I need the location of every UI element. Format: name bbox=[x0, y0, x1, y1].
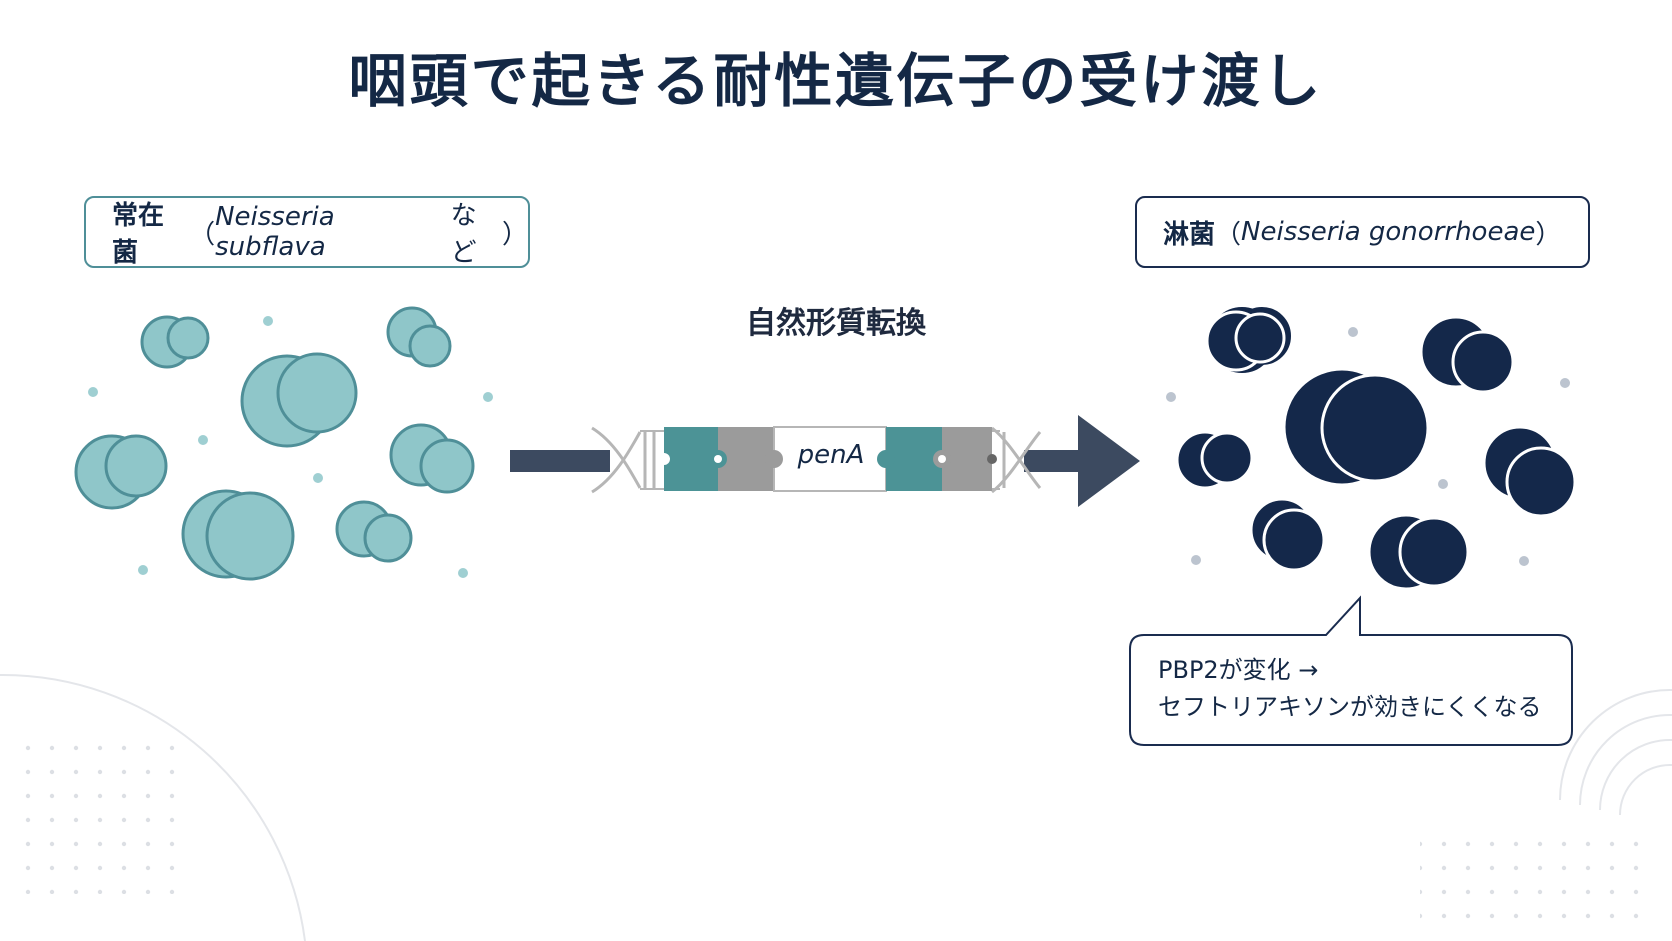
gonococcus-diplococcus-icon bbox=[1419, 315, 1515, 394]
gene-label: penA bbox=[797, 440, 865, 470]
commensal-label-close: ） bbox=[501, 219, 528, 250]
background-decoration bbox=[0, 673, 1672, 941]
speech-callout-icon bbox=[1129, 595, 1573, 746]
gonococcus-diplococcus-icon bbox=[1249, 497, 1326, 572]
commensal-diplococcus-icon bbox=[181, 489, 295, 581]
right-dots bbox=[1166, 327, 1570, 566]
left-dots bbox=[88, 316, 493, 578]
commensal-label: 常在菌 （ Neisseria subflava など ） bbox=[84, 196, 530, 268]
process-label: 自然形質転換 bbox=[746, 306, 926, 341]
commensal-bacteria-group bbox=[74, 306, 475, 581]
gonococcus-label-ja: 淋菌 bbox=[1163, 219, 1216, 250]
commensal-diplococcus-icon bbox=[335, 500, 413, 563]
commensal-label-ja: 常在菌 bbox=[112, 201, 165, 268]
commensal-label-suffix: など bbox=[450, 201, 477, 268]
commensal-diplococcus-icon bbox=[140, 315, 210, 369]
callout-line-1: PBP2が変化 → bbox=[1158, 656, 1319, 684]
gonococcus-label-close: ） bbox=[1535, 219, 1562, 250]
gonococcus-diplococcus-icon bbox=[1367, 513, 1470, 591]
callout-text: PBP2が変化 → セフトリアキソンが効きにくくなる bbox=[1158, 652, 1558, 726]
transfer-arrow bbox=[510, 415, 1140, 507]
commensal-label-sci: Neisseria subflava bbox=[215, 202, 335, 262]
gonococcus-label-open: （ bbox=[1215, 219, 1242, 250]
gonococcus-diplococcus-icon bbox=[1175, 430, 1254, 490]
commensal-diplococcus-icon bbox=[74, 434, 168, 510]
page-title: 咽頭で起きる耐性遺伝子の受け渡し bbox=[348, 47, 1324, 115]
dna-cassette-icon bbox=[591, 426, 1042, 494]
gonococcus-label-sci: Neisseria gonorrhoeae bbox=[1241, 217, 1536, 247]
arrow-right-icon bbox=[1078, 415, 1140, 507]
gonococcus-diplococcus-icon bbox=[1205, 310, 1286, 372]
gonococcus-label: 淋菌 （ Neisseria gonorrhoeae ） bbox=[1135, 196, 1590, 268]
gonococcus-bacteria-group bbox=[1175, 307, 1577, 591]
gonococcus-diplococcus-icon bbox=[1482, 425, 1577, 518]
commensal-label-open: （ bbox=[189, 219, 216, 250]
commensal-diplococcus-icon bbox=[389, 423, 475, 494]
callout-line-2: セフトリアキソンが効きにくくなる bbox=[1158, 693, 1542, 721]
commensal-diplococcus-icon bbox=[386, 306, 452, 368]
commensal-diplococcus-icon bbox=[240, 352, 358, 448]
gonococcus-diplococcus-icon bbox=[1282, 367, 1430, 487]
